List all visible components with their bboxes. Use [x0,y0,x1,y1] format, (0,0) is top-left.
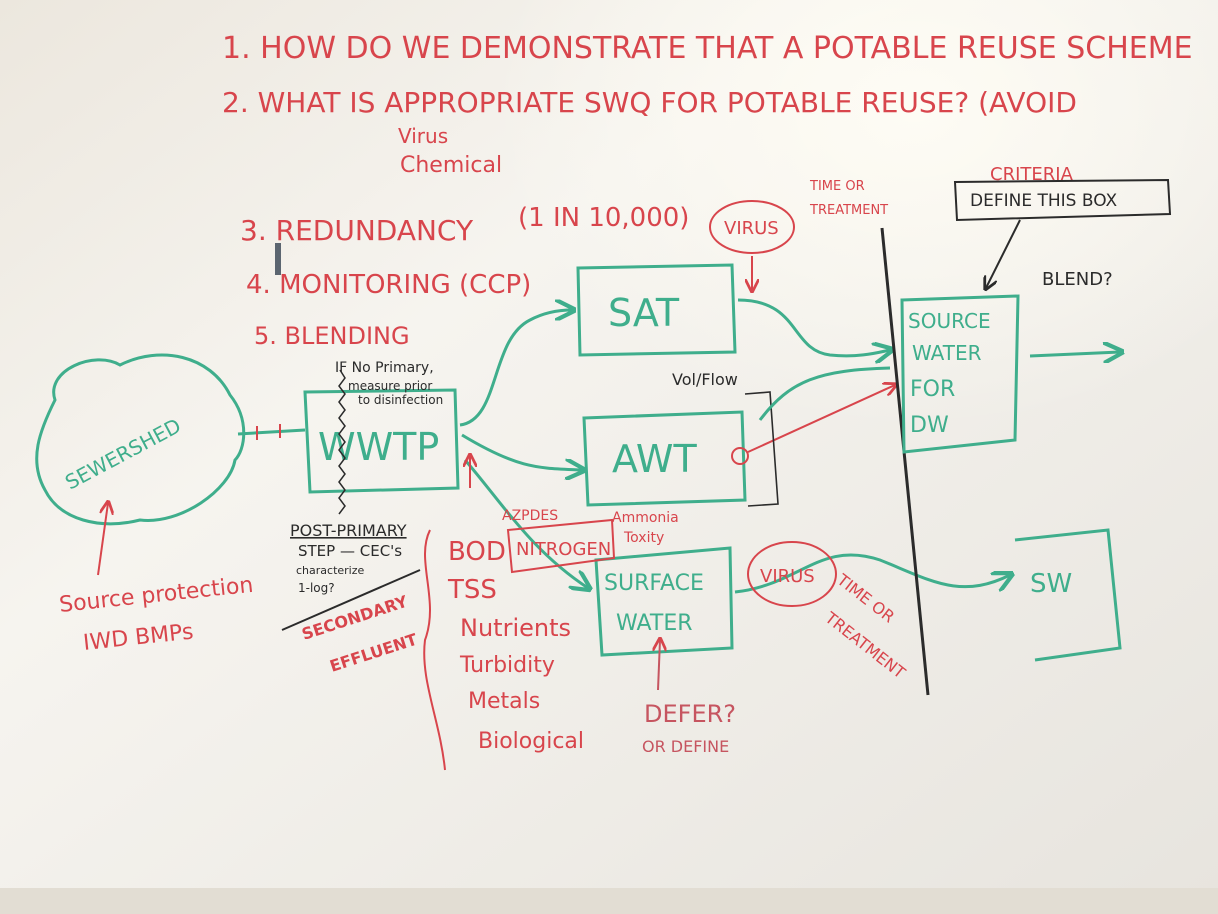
param-tss: TSS [447,575,497,605]
defer-label: DEFER? [644,700,736,728]
question-5: 5. BLENDING [254,322,410,350]
surface-water-label-1: SURFACE [604,571,704,596]
criteria-label: CRITERIA [990,164,1074,185]
if-no-primary-1: IF No Primary, [335,360,434,376]
awt-label: AWT [612,437,697,481]
post-primary-4: 1-log? [298,581,335,595]
chemical-note: Chemical [400,153,502,178]
surface-water-box [594,546,734,657]
virus-note: Virus [398,124,448,148]
nitrogen-label: NITROGEN [516,539,611,560]
wwtp-label: WWTP [318,425,439,469]
wwtp-to-awt [461,433,582,470]
post-primary-3: characterize [296,564,365,577]
ammonia-1: Ammonia [612,510,679,526]
nitrogen-box [506,518,616,574]
source-water-box [900,294,1020,454]
marker-smudge [275,243,281,275]
awt-box [582,410,747,507]
virus-bottom-label: VIRUS [760,566,815,587]
wwtp-to-surface [463,459,588,588]
param-metals: Metals [468,689,540,714]
question-4: 4. MONITORING (CCP) [246,270,531,300]
param-nutrients: Nutrients [460,614,571,642]
if-no-primary-3: to disinfection [358,393,443,407]
virus-bottom-oval [747,541,837,607]
vol-flow-label: Vol/Flow [672,370,738,389]
criteria-box [953,178,1172,222]
question-1: 1. HOW DO WE DEMONSTRATE THAT A POTABLE … [222,31,1193,66]
squiggle-line [338,369,346,515]
sat-to-source [737,298,890,356]
source-water-3: FOR [910,377,955,402]
source-water-1: SOURCE [908,309,991,333]
ammonia-2: Toxity [623,530,664,546]
define-box-label: DEFINE THIS BOX [970,191,1118,211]
boundary-line [880,227,930,696]
virus-top-oval [709,200,795,254]
redundancy-ratio: (1 IN 10,000) [518,203,689,233]
or-define-label: OR DEFINE [642,737,729,756]
sat-label: SAT [608,291,680,335]
surface-water-label-2: WATER [616,611,693,636]
awt-to-source [758,366,891,421]
param-bod: BOD [448,537,506,567]
source-water-2: WATER [912,341,982,365]
source-out-arrow [1029,352,1120,356]
param-brace [423,529,446,771]
question-3: 3. REDUNDANCY [240,214,474,247]
param-turbidity: Turbidity [459,653,555,678]
wwtp-box [303,388,460,494]
monitor-point-icon [731,447,749,465]
surface-to-sw [734,553,1010,594]
sewershed-boundary [35,353,246,526]
sw-label: SW [1030,569,1072,599]
question-2: 2. WHAT IS APPROPRIATE SWQ FOR POTABLE R… [222,86,1077,119]
sat-box [576,263,737,357]
monitor-arrow [747,385,895,453]
post-primary-2: STEP — CEC's [298,542,402,560]
param-biological: Biological [478,729,584,754]
board-bottom-edge [0,888,1218,914]
source-water-4: DW [910,413,949,438]
azpdes-label: AZPDES [502,508,558,524]
time-treatment-top-2: TREATMENT [809,203,888,218]
if-no-primary-2: measure prior [348,379,432,393]
wwtp-to-sat [459,310,572,427]
strike-line [281,569,421,631]
post-primary-1: POST-PRIMARY [290,521,407,540]
time-treatment-top-1: TIME OR [809,179,865,194]
vol-flow-bracket [744,391,779,507]
sewershed-to-wwtp [237,428,306,436]
virus-top-label: VIRUS [724,218,779,239]
sw-box [1014,528,1122,662]
blend-label: BLEND? [1042,269,1113,290]
